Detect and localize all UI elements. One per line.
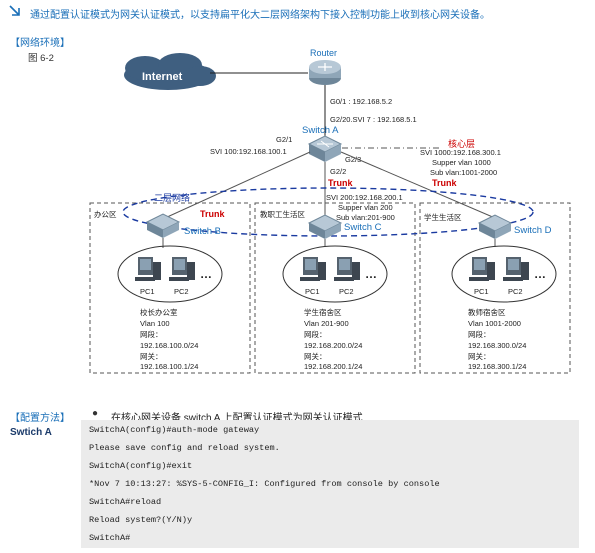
sub1000-label: Sub vlan:1001-2000 — [430, 168, 497, 177]
svi100-label: SVI 100:192.168.100.1 — [210, 147, 287, 156]
zone-c-box — [254, 202, 416, 374]
code-line: Please save config and reload system. — [89, 443, 280, 453]
switch-b-label: Switch B — [184, 226, 221, 237]
pc-icon — [169, 257, 195, 281]
router-icon — [309, 60, 341, 85]
code-line: SwitchA#reload — [89, 497, 162, 507]
supper200-label: Supper vlan 200 — [338, 203, 393, 212]
trunk-label-b: Trunk — [200, 209, 225, 219]
intro-text: 通过配置认证模式为网关认证模式，以支持扁平化大二层网络架构下接入控制功能上收到核… — [30, 10, 490, 21]
zone-d-seg: 192.168.300.0/24 — [468, 341, 526, 350]
pc-group-b — [117, 245, 223, 303]
layer2-label: 二层网络 — [154, 192, 190, 203]
zone-c-seg-label: 网段： — [304, 329, 327, 339]
pc2-label: PC2 — [174, 287, 189, 296]
pc-dots: … — [365, 267, 377, 281]
switch-c-label: Switch C — [344, 222, 382, 233]
config-title: 【配置方法】 — [10, 413, 70, 424]
bullet-icon: ● — [92, 408, 99, 419]
zone-b-name: 校长办公室 — [140, 307, 178, 317]
pc-icon — [503, 257, 529, 281]
zone-d-label: 学生生活区 — [424, 212, 462, 222]
zone-c-seg: 192.168.200.0/24 — [304, 341, 362, 350]
uplink-port-label: G2/20.SVI 7 : 192.168.5.1 — [330, 115, 417, 124]
arrow-icon — [9, 5, 20, 16]
zone-d-seg-label: 网段： — [468, 329, 491, 339]
pc-icon — [334, 257, 360, 281]
sub200-label: Sub vlan:201-900 — [336, 213, 395, 222]
code-line: SwitchA(config)#exit — [89, 461, 193, 471]
switch-a-code-label: Swtich A — [10, 427, 52, 438]
zone-c-name: 学生宿舍区 — [304, 307, 342, 317]
network-diagram: Internet Router G0/1 : 192.168.5.2 G2/20… — [89, 48, 571, 374]
zone-b-box — [89, 202, 251, 374]
supper1000-label: Supper vlan 1000 — [432, 158, 491, 167]
pc-icon — [135, 257, 161, 281]
layer2-ellipse — [122, 187, 534, 237]
zone-d-gw-label: 网关： — [468, 351, 491, 361]
switch-d-icon — [477, 214, 513, 239]
zone-b-label: 办公区 — [94, 209, 117, 219]
svi1000-label: SVI 1000:192.168.300.1 — [420, 148, 501, 157]
code-line: Reload system?(Y/N)y — [89, 515, 193, 525]
g23-label: G2/3 — [345, 155, 361, 164]
internet-label: Internet — [142, 71, 183, 83]
zone-d-gw: 192.168.300.1/24 — [468, 362, 526, 371]
g22-label: G2/2 — [330, 167, 346, 176]
pc1-label: PC1 — [474, 287, 489, 296]
router-port-label: G0/1 : 192.168.5.2 — [330, 97, 392, 106]
code-line: *Nov 7 10:13:27: %SYS-5-CONFIG_I: Config… — [89, 479, 440, 489]
code-block: SwitchA(config)#auth-mode gateway Please… — [81, 420, 579, 548]
trunk-label-d: Trunk — [432, 178, 457, 188]
pc1-label: PC1 — [140, 287, 155, 296]
pc-group-c — [282, 245, 388, 303]
zone-c-vlan: Vlan 201-900 — [304, 319, 349, 328]
zone-b-gw-label: 网关： — [140, 351, 163, 361]
pc-dots: … — [534, 267, 546, 281]
code-line: SwitchA(config)#auth-mode gateway — [89, 425, 260, 435]
pc2-label: PC2 — [339, 287, 354, 296]
zone-c-gw-label: 网关： — [304, 351, 327, 361]
zone-c-gw: 192.168.200.1/24 — [304, 362, 362, 371]
router-label: Router — [310, 48, 337, 58]
switch-c-icon — [307, 214, 343, 239]
core-layer-label: 核心层 — [448, 138, 475, 149]
pc-group-d — [451, 245, 557, 303]
zone-b-seg-label: 网段： — [140, 329, 163, 339]
g21-label: G2/1 — [276, 135, 292, 144]
switch-a-label: Switch A — [302, 125, 339, 136]
switch-a-icon — [307, 135, 343, 162]
internet-cloud — [124, 53, 216, 90]
zone-c-label: 教职工生活区 — [260, 209, 305, 219]
switch-b-icon — [145, 213, 181, 238]
config-step-text: 在核心网关设备 switch A 上配置认证模式为网关认证模式 — [111, 413, 363, 424]
zone-b-seg: 192.168.100.0/24 — [140, 341, 198, 350]
code-line: SwitchA# — [89, 533, 131, 543]
zone-d-vlan: Vlan 1001-2000 — [468, 319, 521, 328]
pc-icon — [469, 257, 495, 281]
network-env-title: 【网络环境】 — [10, 38, 70, 49]
figure-label: 图 6-2 — [28, 53, 54, 64]
zone-d-box — [419, 202, 571, 374]
pc-dots: … — [200, 267, 212, 281]
pc-icon — [300, 257, 326, 281]
zone-d-name: 教师宿舍区 — [468, 307, 506, 317]
trunk-label-c: Trunk — [328, 178, 353, 188]
zone-b-vlan: Vlan 100 — [140, 319, 170, 328]
svi200-label: SVI 200:192.168.200.1 — [326, 193, 403, 202]
pc1-label: PC1 — [305, 287, 320, 296]
pc2-label: PC2 — [508, 287, 523, 296]
switch-d-label: Switch D — [514, 225, 552, 236]
zone-b-gw: 192.168.100.1/24 — [140, 362, 198, 371]
